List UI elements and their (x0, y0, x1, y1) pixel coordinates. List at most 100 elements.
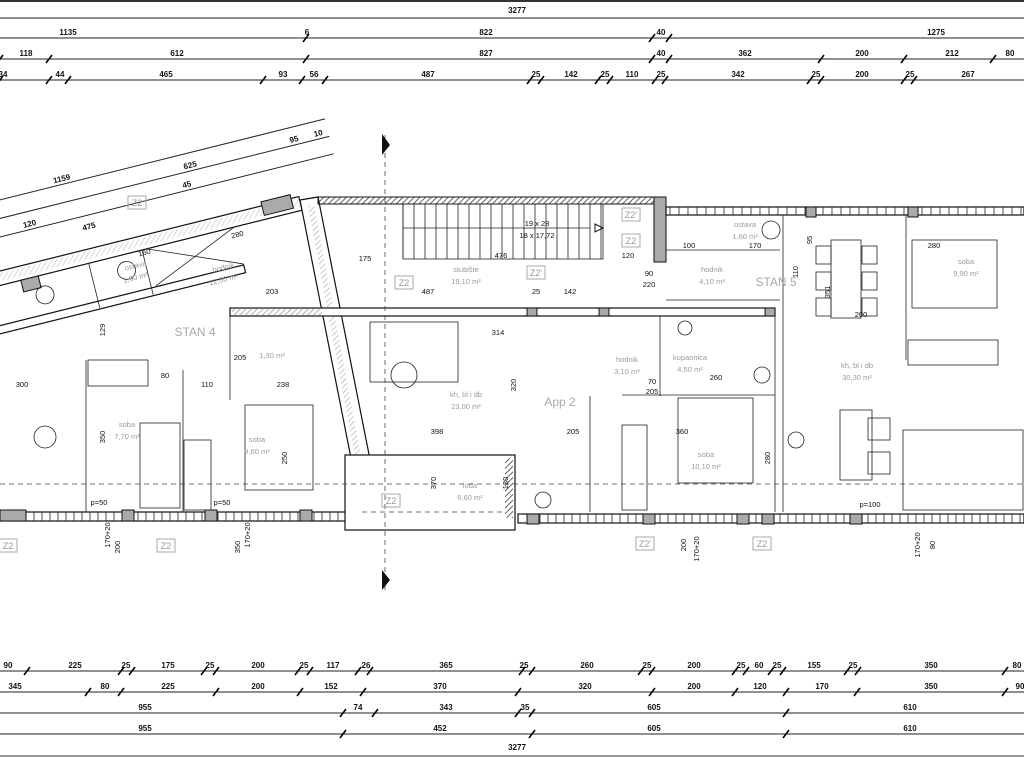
chair (815, 245, 832, 265)
inner-dimension: p=50 (214, 498, 231, 507)
room-name: kh, bl i db (450, 390, 482, 399)
wall-type-tag: Z2 (626, 236, 637, 246)
wall-type-tag-box (156, 538, 176, 553)
room-area: 6,60 m² (457, 493, 483, 502)
inner-dimension: 100 (683, 241, 696, 250)
dimension-tick (298, 75, 306, 85)
section-arrow-icon (382, 570, 390, 590)
inner-dimension: 398 (431, 427, 444, 436)
inner-dimension: 370 (429, 477, 438, 490)
dimension-value: 118 (20, 49, 33, 58)
room-area: 1,60 m² (732, 232, 758, 241)
inner-dimension: 205 (567, 427, 580, 436)
dimension-value: 40 (657, 28, 666, 37)
dimension-tick (665, 54, 673, 64)
dimension-tick (0, 54, 4, 61)
dining-chairs (815, 245, 891, 475)
dimension-value: 25 (122, 661, 131, 670)
dimension-value: 225 (68, 661, 82, 670)
dimension-value: 152 (324, 682, 338, 691)
dimension-value: 25 (906, 70, 915, 79)
dimension-tick (528, 666, 536, 676)
dimension-tick (767, 666, 775, 676)
room-name: soba (119, 420, 136, 429)
inner-dimension: 25 (532, 287, 540, 296)
dimension-tick (339, 708, 347, 718)
dimension-tick (782, 708, 790, 718)
inner-dimension: p=50 (91, 498, 108, 507)
dimension-tick (296, 687, 304, 697)
unit-label: App 2 (544, 395, 576, 409)
dimension-value: 110 (626, 70, 639, 79)
room-name: lođa (463, 481, 478, 490)
dimension-value: 45 (181, 179, 192, 190)
room-name: ostava (734, 220, 757, 229)
inner-dimension: 120 (622, 251, 635, 260)
inner-dimension: 110 (201, 380, 213, 389)
dimension-tick (528, 729, 536, 739)
bed (677, 397, 754, 484)
dimension-tick (854, 666, 862, 676)
bed (244, 404, 314, 491)
inner-dimension: 350 (233, 541, 242, 554)
dimension-value: 120 (753, 682, 767, 691)
inner-dimension: 142 (564, 287, 577, 296)
dimension-tick (366, 666, 374, 676)
wall-type-tag: Z2' (625, 210, 638, 220)
sofa (902, 429, 1024, 511)
dimension-value: 605 (647, 703, 661, 712)
wall-type-tag: Z2 (132, 198, 143, 208)
section-arrow-icon (382, 134, 390, 155)
room-name: hodnik (701, 265, 723, 274)
dimension-value: 117 (327, 661, 340, 670)
dimension-value: 610 (903, 724, 917, 733)
dimension-value: 465 (159, 70, 173, 79)
inner-dimension: p=100 (859, 500, 880, 509)
inner-dimension: 314 (492, 328, 505, 337)
chair (815, 297, 832, 317)
dimension-value: 35 (521, 703, 530, 712)
dimension-value: 345 (8, 682, 22, 691)
wardrobe (183, 439, 212, 511)
dimension-tick (779, 666, 787, 676)
dimension-value: 370 (433, 682, 447, 691)
dimension-tick (259, 75, 267, 85)
unit-label: STAN 4 (174, 325, 215, 339)
dimension-tick (0, 75, 4, 82)
dimension-value: 80 (1013, 661, 1022, 670)
room-area: 4,10 m² (699, 277, 725, 286)
unit-label: STAN 5 (755, 275, 796, 289)
dimension-tick (1001, 687, 1009, 697)
inner-dimension: 250 (280, 452, 289, 465)
inner-dimension: 280 (763, 452, 772, 465)
inner-dimension: 351 (823, 286, 832, 299)
room-area: 9,60 m² (244, 447, 270, 456)
dimension-tick (606, 75, 614, 85)
dimension-value: 487 (421, 70, 435, 79)
wall-type-tag: Z2 (399, 278, 410, 288)
dimension-tick (648, 666, 656, 676)
total-width-dimension: 3277 (508, 6, 526, 15)
dimension-value: 175 (161, 661, 175, 670)
dimension-tick (651, 75, 659, 85)
dimension-tick (1001, 666, 1009, 676)
dimension-value: 955 (138, 703, 152, 712)
room-name: soba (698, 450, 715, 459)
chair (815, 271, 832, 291)
dimension-value: 200 (855, 70, 869, 79)
dimension-value: 267 (961, 70, 975, 79)
inner-dimension: 300 (16, 380, 29, 389)
wardrobe (907, 339, 999, 366)
dimension-value: 350 (924, 682, 938, 691)
wall-type-tag-box (394, 275, 414, 290)
dimension-tick (594, 75, 602, 85)
dimension-value: 60 (755, 661, 764, 670)
dimension-value: 93 (279, 70, 288, 79)
wall-type-tag: Z2 (161, 541, 172, 551)
dimension-tick (853, 687, 861, 697)
inner-dimension: 205 (234, 353, 247, 362)
dimension-tick (731, 666, 739, 676)
